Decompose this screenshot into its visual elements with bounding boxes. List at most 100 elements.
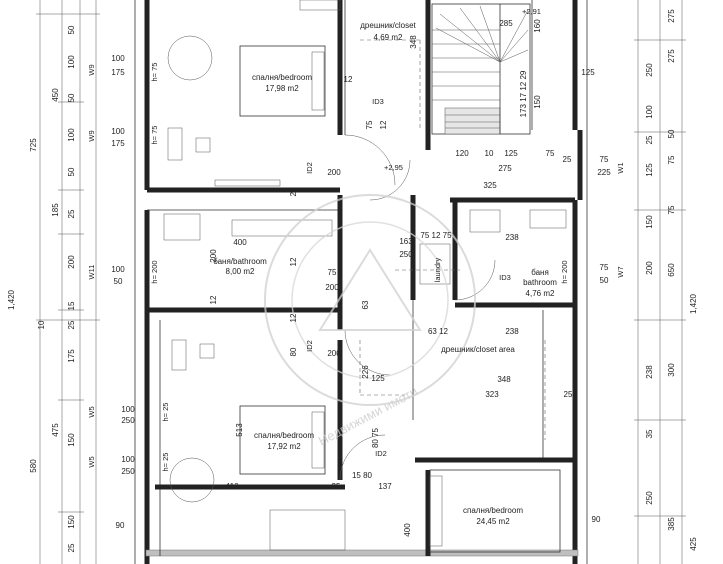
dim-text: 200	[209, 249, 218, 263]
door-tag: ID2	[305, 340, 314, 352]
rug-top	[167, 35, 213, 81]
dim-text: 25	[67, 320, 76, 329]
dim-text: 12	[209, 295, 218, 304]
dim-text: 725	[29, 138, 38, 152]
dim-text: 75	[328, 268, 337, 277]
dim-text: 150	[533, 95, 542, 109]
dim-text: 175	[67, 349, 76, 363]
window-height: 250	[121, 467, 135, 476]
right-dimension-text: W1 W7 75 225 75 50 h= 200 250 100 25 125…	[560, 9, 698, 551]
dim-text: 173 17 12 29	[519, 70, 528, 117]
room-bedroom-mid-name: спалня/bedroom	[254, 431, 314, 440]
dim-text: 50	[67, 25, 76, 34]
window-width: 100	[111, 265, 125, 274]
dim-text: 226	[361, 365, 370, 379]
dim-text: 100	[67, 128, 76, 142]
interior-walls	[147, 0, 575, 556]
rug-mid	[169, 457, 215, 503]
room-closet-top-name: дрешник/closet	[360, 21, 416, 30]
dim-text: 25	[563, 155, 572, 164]
height-tag: h= 75	[150, 126, 159, 145]
interior-dimension-text: 285 160 348 125 150 173 17 12 29 120 10 …	[116, 19, 601, 537]
dim-text: 250	[645, 63, 654, 77]
dim-text: 400	[233, 238, 247, 247]
dim-text: 185	[51, 203, 60, 217]
dim-text: 125	[581, 68, 595, 77]
dim-text: 650	[667, 263, 676, 277]
room-closet-area-name: дрешник/closet area	[441, 345, 515, 354]
room-closet-top-area: 4,69 m2	[374, 33, 403, 42]
dim-text: 200	[645, 261, 654, 275]
dim-text: 348	[497, 375, 511, 384]
window-tag: W5	[87, 456, 96, 467]
exterior-walls	[134, 0, 588, 564]
room-bath-right-area: 4,76 m2	[526, 289, 555, 298]
room-bedroom-top-area: 17,98 m2	[265, 84, 299, 93]
left-window-tags: W9 W9 W11 W5 W5 100 175 100 175 100 50 1…	[87, 54, 170, 476]
room-labels: спалня/bedroom 17,98 m2 дрешник/closet 4…	[213, 21, 557, 526]
dim-text: 275	[667, 9, 676, 23]
dim-text: 348	[409, 35, 418, 49]
dim-text: 410	[225, 482, 239, 491]
window-tag: W1	[616, 162, 625, 173]
dim-text: 250	[399, 250, 413, 259]
window-width: 100	[111, 127, 125, 136]
dim-text: 163	[399, 237, 413, 246]
window-tag: W9	[87, 130, 96, 141]
dim-text: 150	[67, 515, 76, 529]
window-height: 250	[121, 416, 135, 425]
dim-text: 125	[645, 163, 654, 177]
window-width: 100	[111, 54, 125, 63]
window-tag: W5	[87, 406, 96, 417]
dim-text: 275	[667, 49, 676, 63]
door-tags: ID3 ID2 ID2 ID2 ID3 +2,91 +2,95	[305, 7, 541, 458]
dim-text: 50	[67, 167, 76, 176]
dim-text: 35	[645, 429, 654, 438]
window-height: 175	[111, 68, 125, 77]
dim-text: 63 12	[428, 327, 449, 336]
dim-text: 25	[564, 390, 573, 399]
window-height: 50	[600, 276, 609, 285]
dim-text: 10	[485, 149, 494, 158]
dim-text: 63	[361, 300, 370, 309]
bed-mid	[239, 405, 326, 475]
dim-text: 325	[483, 181, 497, 190]
room-bedroom-mid-area: 17,92 m2	[267, 442, 301, 451]
dim-text: 250	[645, 491, 654, 505]
height-tag: h= 75	[150, 63, 159, 82]
dim-text: 90	[592, 515, 601, 524]
dim-text: 300	[667, 363, 676, 377]
dim-text: 10	[37, 320, 46, 329]
dim-text: 513	[235, 423, 244, 437]
dim-text: 160	[533, 19, 542, 33]
room-bath-right-name: баня	[531, 268, 549, 277]
dim-text: 1,420	[7, 289, 16, 310]
furniture	[163, 0, 567, 553]
dim-text: 25	[67, 543, 76, 552]
right-dimension-lines	[634, 0, 686, 564]
dim-text: 25	[67, 209, 76, 218]
dim-text: 125	[504, 149, 518, 158]
dim-text: 12	[344, 75, 353, 84]
dim-text: 238	[505, 233, 519, 242]
dim-text: 50	[67, 93, 76, 102]
room-bedroom-top-name: спалня/bedroom	[252, 73, 312, 82]
bed-top	[239, 45, 326, 117]
dim-text: 425	[689, 537, 698, 551]
dim-text: 400	[403, 523, 412, 537]
dim-text: 150	[67, 433, 76, 447]
watermark-text: Недвижими имоти	[316, 384, 420, 449]
dim-text: 25	[289, 187, 298, 196]
window-width: 75	[600, 263, 609, 272]
window-width: 100	[121, 455, 135, 464]
dim-text: 25	[645, 135, 654, 144]
dim-text: 75 12 75	[420, 231, 452, 240]
window-tag: W11	[87, 265, 96, 280]
dim-text: 1,420	[689, 293, 698, 314]
door-swings	[339, 134, 496, 481]
room-bath-left-name: баня/bathroom	[213, 257, 267, 266]
dim-text: 580	[29, 459, 38, 473]
room-bath-left-area: 8,00 m2	[226, 267, 255, 276]
door-tag: ID3	[372, 97, 384, 106]
